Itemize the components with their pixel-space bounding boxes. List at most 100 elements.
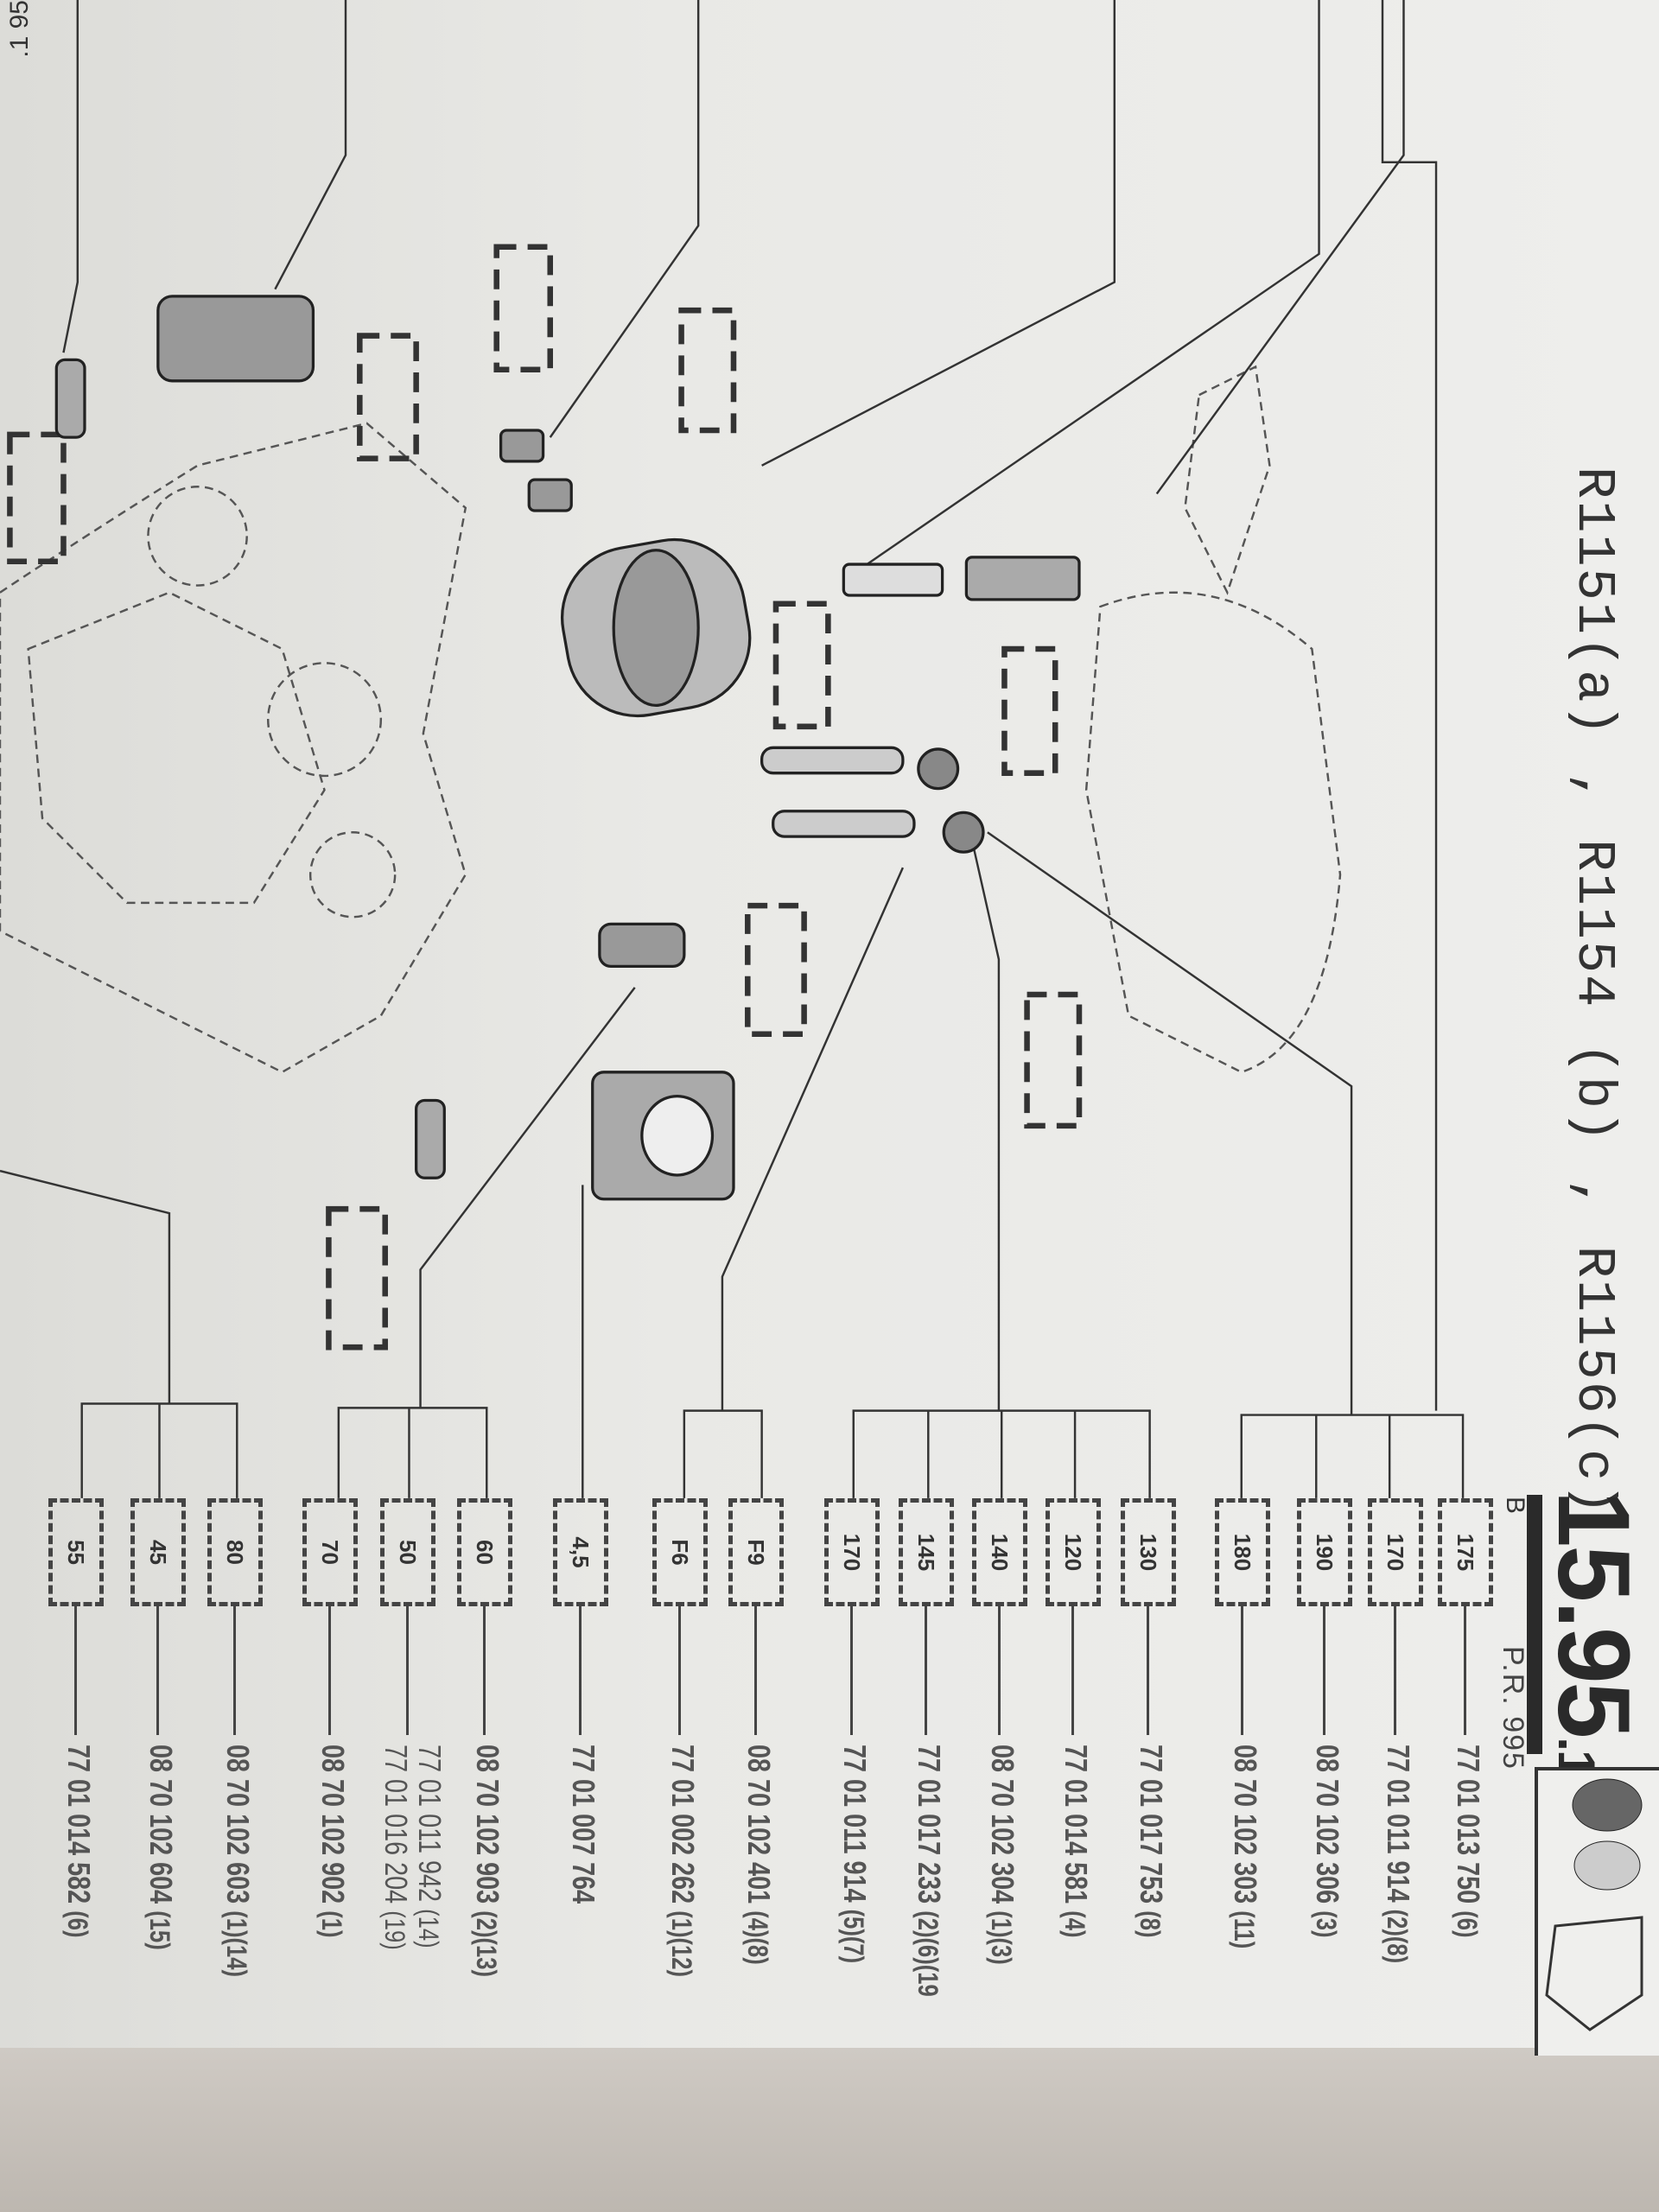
part-number-value: 08 70 102 603 — [220, 1745, 256, 1904]
calibre-box: F6 — [652, 1498, 708, 1606]
part-notes: (4) — [1059, 1910, 1090, 1938]
calibre-box: 55 — [48, 1498, 104, 1606]
carburettor-body-outline — [0, 365, 1342, 1074]
part-number-value: 08 70 102 401 — [741, 1745, 777, 1904]
calibre-box: 180 — [1215, 1498, 1270, 1606]
part-number: 77 01 017 753 (8) — [1133, 1745, 1169, 1937]
part-notes: (1)(14) — [221, 1910, 252, 1978]
alt-part-number-value: 77 01 016 204 — [378, 1745, 414, 1904]
leader-line — [406, 1605, 409, 1735]
leader-line — [678, 1605, 681, 1735]
calibre-box: 140 — [972, 1498, 1027, 1606]
calibre-box: 70 — [302, 1498, 358, 1606]
calibre-box: 170 — [824, 1498, 880, 1606]
part-number: 08 70 102 604 (15) — [143, 1745, 179, 1950]
alt-part-notes: (19) — [379, 1910, 410, 1950]
leader-line — [233, 1605, 236, 1735]
part-number: 77 01 011 914 (5)(7) — [836, 1745, 873, 1963]
part-number: 77 01 011 914 (2)(8) — [1380, 1745, 1416, 1963]
part-notes: (1)(3) — [986, 1910, 1017, 1965]
part-number: 77 01 014 582 (6) — [60, 1745, 97, 1937]
section-number: 15.95.1 — [1535, 1491, 1652, 1777]
carburettor-thumbnail — [1535, 1767, 1659, 2056]
part-notes: (2)(8) — [1382, 1909, 1413, 1964]
callout-boxes — [7, 244, 1083, 1351]
calibre-box: 60 — [457, 1498, 512, 1606]
calibre-box: 4,5 — [553, 1498, 608, 1606]
leader-line — [1464, 1605, 1466, 1735]
part-notes: (4)(8) — [742, 1910, 773, 1965]
leader-line — [156, 1605, 159, 1735]
part-number: 08 70 102 902 (1) — [315, 1745, 351, 1937]
calibre-box: 170 — [1368, 1498, 1423, 1606]
section-letter: B — [1501, 1497, 1529, 1515]
part-number: 08 70 102 903 (2)(13) — [469, 1745, 505, 1977]
leader-line — [925, 1605, 927, 1735]
calibre-box: 80 — [207, 1498, 263, 1606]
part-notes: (11) — [1229, 1910, 1260, 1949]
calibre-box: 175 — [1438, 1498, 1493, 1606]
part-number: 08 70 102 304 (1)(3) — [984, 1745, 1020, 1965]
calibre-box: 45 — [130, 1498, 186, 1606]
part-notes: (1)(12) — [666, 1910, 697, 1978]
part-number: 77 01 013 750 (6) — [1450, 1745, 1486, 1937]
part-notes: (15) — [144, 1910, 175, 1950]
part-number-value: 08 70 102 604 — [143, 1745, 179, 1904]
pr-reference: P.R. 995 — [1497, 1646, 1529, 1770]
leader-line — [579, 1605, 582, 1735]
part-notes: (3) — [1311, 1910, 1342, 1938]
part-notes: (6) — [62, 1910, 93, 1938]
part-number-value: 08 70 102 303 — [1228, 1745, 1263, 1904]
part-notes: (5)(7) — [838, 1909, 869, 1964]
leader-line — [483, 1605, 486, 1735]
part-number: 08 70 102 303 (11) — [1227, 1745, 1263, 1948]
part-notes: (1) — [316, 1910, 347, 1938]
calibre-box: F9 — [728, 1498, 784, 1606]
leader-line — [74, 1605, 77, 1735]
leader-line — [1323, 1605, 1325, 1735]
part-number: 77 01 017 233 (2)(6)(19 — [911, 1745, 947, 1997]
part-number-value: 77 01 007 764 — [566, 1745, 601, 1904]
leader-line — [754, 1605, 757, 1735]
component-drawings — [54, 295, 1081, 1201]
leader-line — [1147, 1605, 1149, 1735]
calibre-box: 130 — [1121, 1498, 1176, 1606]
part-number-value: 08 70 102 306 — [1310, 1745, 1345, 1904]
carburettor-thumbnail-icon — [1545, 1778, 1643, 2031]
part-notes: (14) — [413, 1909, 444, 1948]
desk-surface — [0, 2048, 1659, 2212]
part-notes: (8) — [1135, 1910, 1166, 1938]
part-number-value: 77 01 011 914 — [837, 1745, 873, 1903]
part-number-value: 08 70 102 902 — [315, 1745, 351, 1904]
leader-line — [1071, 1605, 1074, 1735]
part-number: 77 01 002 262 (1)(12) — [664, 1745, 701, 1977]
part-notes: (6) — [1452, 1910, 1483, 1938]
model-header: R1151(a) , R1154 (b) , R1156(c) — [1563, 467, 1624, 1517]
part-number: 08 70 102 306 (3) — [1309, 1745, 1345, 1937]
leader-line — [998, 1605, 1001, 1735]
part-number: 08 70 102 401 (4)(8) — [741, 1745, 777, 1965]
calibre-box: 120 — [1046, 1498, 1101, 1606]
part-number-value: 77 01 014 582 — [61, 1745, 97, 1904]
leader-line — [1241, 1605, 1243, 1735]
section-number-main: 15.95 — [1536, 1491, 1650, 1738]
leader-line — [850, 1605, 853, 1735]
part-number-value: 77 01 011 914 — [1381, 1745, 1416, 1903]
part-number-value: 77 01 013 750 — [1451, 1745, 1486, 1904]
part-number-value: 77 01 014 581 — [1058, 1745, 1094, 1904]
part-notes: (2)(13) — [471, 1910, 502, 1978]
part-number: 08 70 102 603 (1)(14) — [219, 1745, 256, 1977]
leader-line — [328, 1605, 331, 1735]
part-number-value: 08 70 102 903 — [470, 1745, 505, 1904]
part-number: 77 01 007 764 — [565, 1745, 601, 1904]
part-number-value: 08 70 102 304 — [985, 1745, 1020, 1904]
calibre-box: 50 — [380, 1498, 435, 1606]
calibre-box: 145 — [899, 1498, 954, 1606]
leader-lines — [0, 0, 1465, 1498]
part-notes: (2)(6)(19 — [912, 1910, 944, 1997]
part-number-value: 77 01 017 233 — [912, 1745, 947, 1904]
leader-line — [1394, 1605, 1396, 1735]
part-number-value: 77 01 017 753 — [1134, 1745, 1169, 1904]
